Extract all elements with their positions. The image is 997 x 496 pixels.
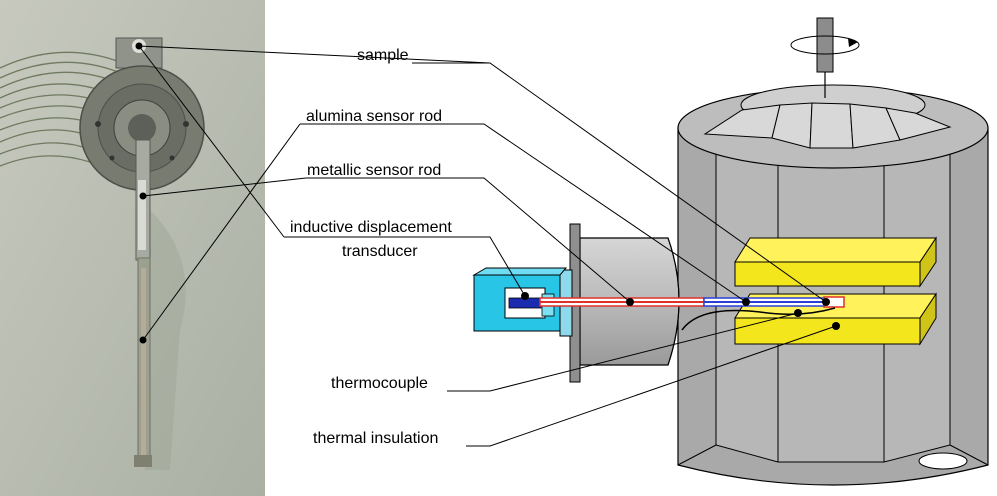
leader-lines: [138, 45, 837, 447]
fan-blades: [703, 102, 952, 149]
rotation-arrow-icon: [790, 35, 860, 55]
apparatus-photo: [0, 0, 265, 496]
heater-upper: [734, 236, 937, 288]
label-alumina-sensor-rod: alumina sensor rod: [306, 108, 442, 125]
leader-thermocouple: [447, 312, 799, 392]
label-metallic-sensor-rod: metallic sensor rod: [307, 162, 441, 179]
leader-alumina: [300, 123, 747, 303]
leader-inductive: [284, 236, 526, 297]
thermocouple-wire: [681, 307, 836, 331]
leader-metallic: [306, 177, 631, 303]
label-inductive-line2: transducer: [342, 243, 418, 260]
bottom-port: [918, 452, 968, 470]
label-thermocouple: thermocouple: [331, 375, 428, 392]
heater-lower: [734, 292, 937, 346]
leader-thermal-insulation: [466, 325, 837, 447]
label-inductive-line1: inductive displacement: [290, 219, 452, 236]
label-thermal-insulation: thermal insulation: [313, 430, 438, 447]
rotation-shaft: [816, 17, 834, 73]
furnace-chamber: [677, 17, 989, 486]
label-sample: sample: [357, 47, 409, 64]
